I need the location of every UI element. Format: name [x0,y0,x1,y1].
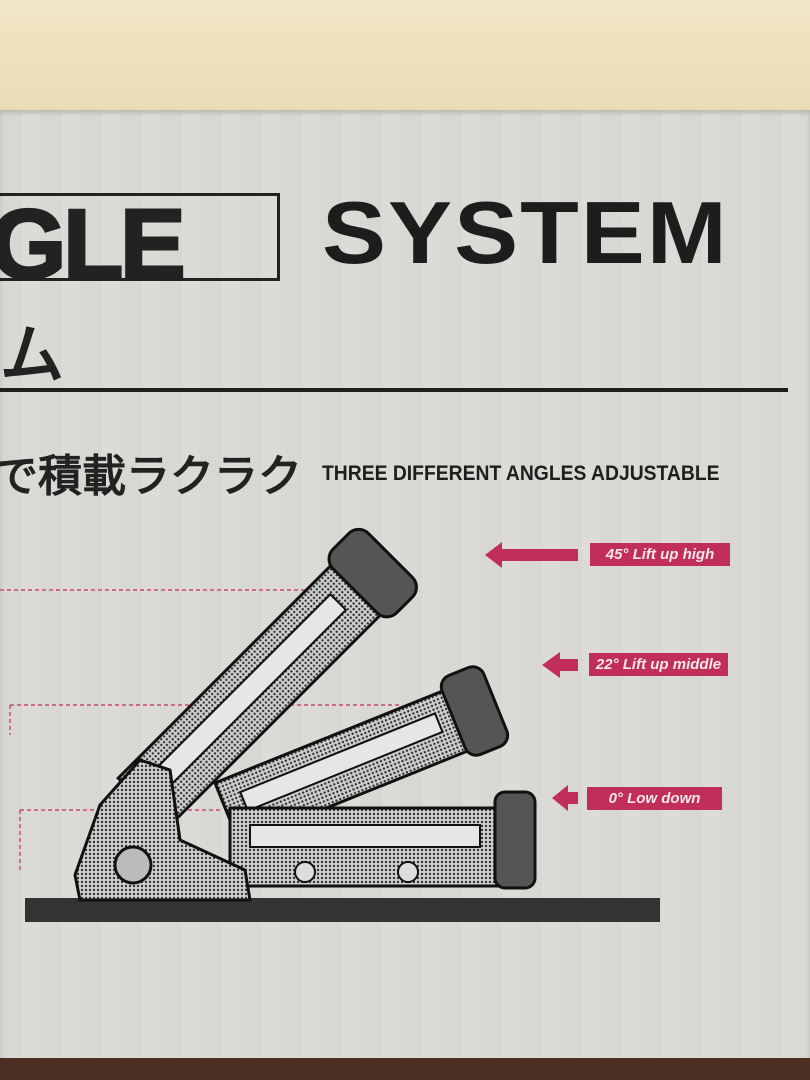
angle-label-0: 0° Low down [587,787,722,810]
subheading-en: THREE DIFFERENT ANGLES ADJUSTABLE [322,462,720,485]
arrow-45 [485,542,578,568]
angle-label-45: 45° Lift up high [590,543,730,566]
shelf-edge [0,1058,810,1080]
base-plate [25,898,660,922]
arm-45 [116,527,418,830]
arm-0 [228,790,537,890]
title-system: SYSTEM [322,183,729,283]
angle-label-22: 22° Lift up middle [589,653,728,676]
title-jp-fragment: ム [0,319,64,391]
arm-22 [213,665,510,846]
arrow-0 [552,785,578,811]
title-partial-word: GLE [0,188,187,301]
hinge-knob [113,845,153,885]
subheading-jp: で積載ラクラク [0,452,302,501]
tilt-mount-illustration [0,527,660,922]
arrow-22 [542,652,578,678]
wall-background [0,0,810,112]
title-frame [0,193,280,281]
divider-line [0,388,788,392]
